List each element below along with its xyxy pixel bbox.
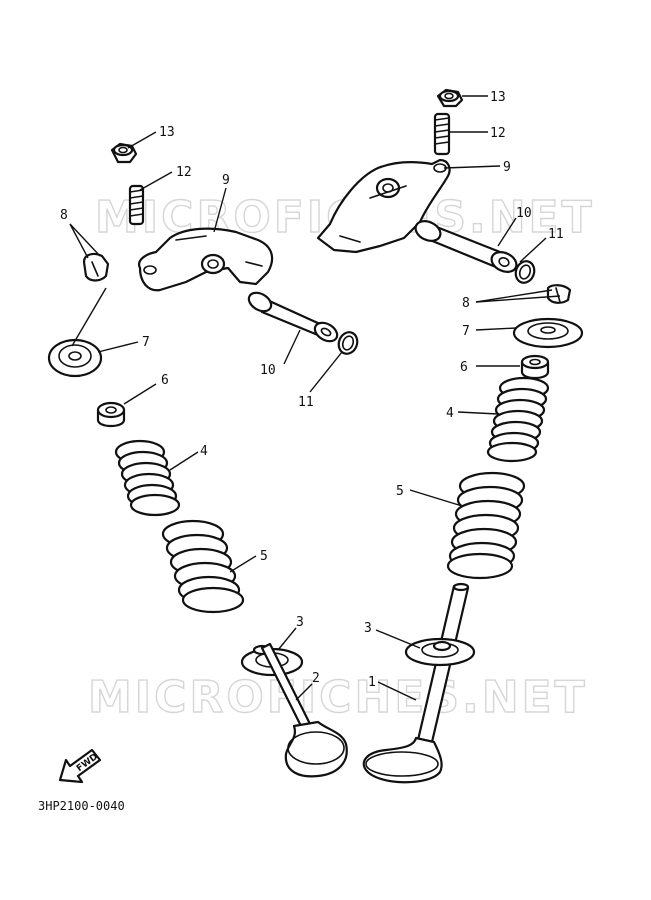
spring-seat-right: [404, 637, 476, 667]
callout-8-right: 8: [462, 296, 470, 311]
valve-cotter-left: [82, 252, 110, 282]
rocker-shaft-left: [247, 291, 339, 343]
callout-11-right: 11: [548, 227, 564, 242]
callout-5-right: 5: [396, 484, 404, 499]
callout-7-right: 7: [462, 324, 470, 339]
valve-stem-seal-left: [96, 401, 126, 428]
outer-spring-right: [446, 471, 526, 580]
callout-5-left: 5: [260, 549, 268, 564]
watermark-bottom: MICROFICHES.NET: [88, 672, 588, 723]
callout-3-left: 3: [296, 615, 304, 630]
o-ring-right: [514, 260, 536, 284]
rocker-arm-right: [316, 158, 451, 254]
callout-13-left: 13: [159, 125, 175, 140]
rocker-shaft-right: [414, 220, 518, 274]
callout-4-left: 4: [200, 444, 208, 459]
adjusting-screw-right: [433, 112, 451, 156]
inner-spring-right: [486, 376, 550, 463]
callout-3-right: 3: [364, 621, 372, 636]
valve-cotter-right: [546, 284, 572, 304]
callout-8-left: 8: [60, 208, 68, 223]
o-ring-left: [337, 331, 359, 355]
callout-7-left: 7: [142, 335, 150, 350]
callout-12-right: 12: [490, 126, 506, 141]
nut-left: [110, 142, 138, 164]
drawing-code: 3HP2100-0040: [38, 799, 125, 813]
callout-10-right: 10: [516, 206, 532, 221]
outer-spring-left: [161, 519, 245, 614]
callout-1: 1: [368, 675, 376, 690]
callout-4-right: 4: [446, 406, 454, 421]
callout-9-right: 9: [503, 160, 511, 175]
callout-13-right: 13: [490, 90, 506, 105]
callout-10-left: 10: [260, 363, 276, 378]
rocker-arm-left: [138, 227, 274, 292]
spring-retainer-right: [512, 317, 584, 349]
callout-6-right: 6: [460, 360, 468, 375]
leader-lines: [69, 95, 561, 701]
callout-2: 2: [312, 671, 320, 686]
spring-retainer-left: [47, 338, 103, 378]
callout-9-left: 9: [222, 173, 230, 188]
adjusting-screw-left: [128, 184, 145, 226]
callout-11-left: 11: [298, 395, 314, 410]
forward-direction-arrow: FWD: [58, 748, 102, 784]
nut-right: [436, 88, 464, 108]
exhaust-valve: [260, 642, 348, 778]
valve-stem-seal-right: [520, 354, 550, 380]
callout-12-left: 12: [176, 165, 192, 180]
inner-spring-left: [114, 439, 181, 517]
callout-6-left: 6: [161, 373, 169, 388]
